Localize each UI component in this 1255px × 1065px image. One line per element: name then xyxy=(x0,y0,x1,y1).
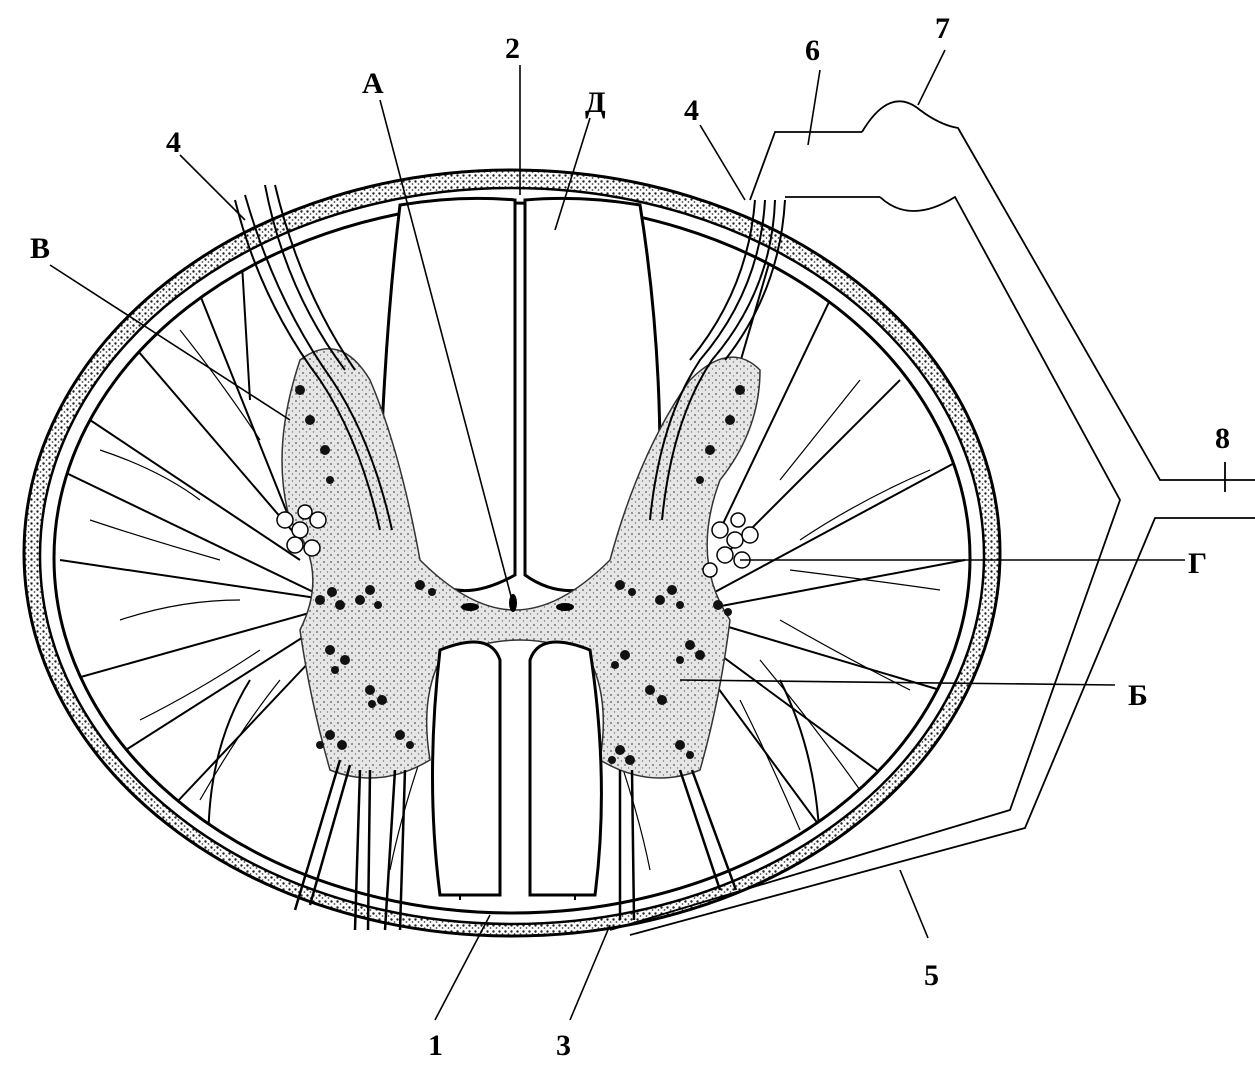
anterior-columns xyxy=(431,640,603,897)
label-8: 8 xyxy=(1215,422,1230,455)
substantia-gelatinosa-cells xyxy=(276,504,759,578)
label-4-left: 4 xyxy=(166,126,181,159)
label-A: А xyxy=(362,67,384,100)
label-3: 3 xyxy=(556,1029,571,1062)
label-V: В xyxy=(30,232,50,265)
label-B: Б xyxy=(1128,679,1148,712)
posterior-columns xyxy=(378,196,662,593)
label-5: 5 xyxy=(924,959,939,992)
label-D: Д xyxy=(585,86,606,119)
label-7: 7 xyxy=(935,12,950,45)
leader-lines xyxy=(49,49,1185,1021)
ventral-roots xyxy=(293,759,738,931)
stimulation-circuit xyxy=(609,100,1255,936)
label-6: 6 xyxy=(805,34,820,67)
dorsal-root-right xyxy=(649,199,786,521)
dorsal-root-left xyxy=(234,184,393,531)
label-2: 2 xyxy=(505,32,520,65)
white-matter-septa xyxy=(59,203,966,900)
labels: А 2 Д 4 В 4 6 7 8 Г Б 5 1 3 xyxy=(30,12,1230,1062)
label-4-right: 4 xyxy=(684,94,699,127)
label-1: 1 xyxy=(428,1029,443,1062)
label-G: Г xyxy=(1188,547,1207,580)
neuron-cell-clusters xyxy=(295,385,745,765)
